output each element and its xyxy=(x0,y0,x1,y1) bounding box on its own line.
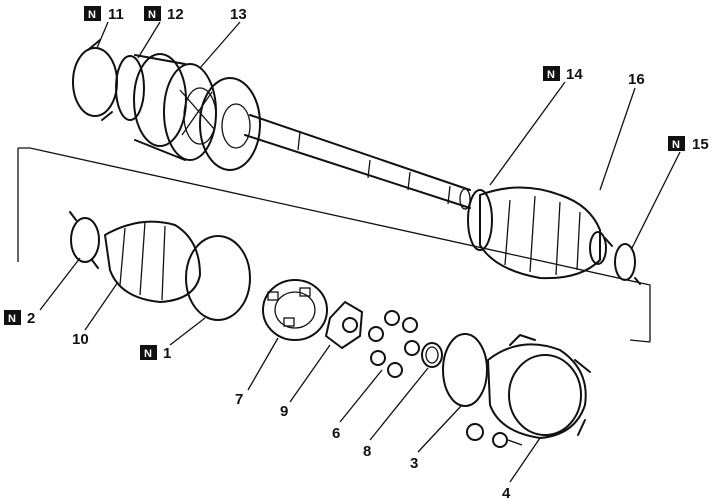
label-3: 3 xyxy=(410,455,418,472)
part-15-band xyxy=(614,243,636,281)
n-badges: N N N N N N xyxy=(4,6,685,360)
part-9-inner-race xyxy=(325,301,363,349)
part-2-clamp xyxy=(70,217,100,263)
part-11-clamp xyxy=(72,47,118,117)
label-12: 12 xyxy=(167,6,184,23)
drive-shaft xyxy=(244,114,471,210)
part-1-ring xyxy=(185,235,251,321)
n-badge-2-letter: N xyxy=(8,313,16,325)
joint-internals xyxy=(262,279,443,378)
part-16-boot xyxy=(479,186,601,280)
label-1: 1 xyxy=(163,345,171,362)
part-7-cage xyxy=(262,279,328,341)
part-10-boot xyxy=(104,220,201,303)
label-8: 8 xyxy=(363,443,371,460)
n-badge-12 xyxy=(144,6,161,21)
assembly-frame xyxy=(17,147,651,343)
part-labels: 11 12 13 14 16 15 2 10 1 7 9 6 8 3 4 xyxy=(27,6,709,502)
inner-boot-parts xyxy=(69,211,251,321)
part-12-ring xyxy=(115,55,145,121)
n-badge-1-letter: N xyxy=(144,348,152,360)
n-badge-11 xyxy=(84,6,101,21)
n-badge-14 xyxy=(543,66,560,81)
part-14-band xyxy=(467,189,493,251)
leader-lines xyxy=(39,21,681,483)
outer-housing-parts xyxy=(442,333,591,448)
label-7: 7 xyxy=(235,391,243,408)
part-3-o-ring xyxy=(442,333,488,407)
n-badge-12-letter: N xyxy=(148,9,156,21)
part-13-housing xyxy=(163,63,217,161)
inner-cv-joint-assembly xyxy=(72,39,261,171)
n-badge-15-letter: N xyxy=(672,139,680,151)
part-4-housing xyxy=(487,343,587,439)
outer-boot-assembly xyxy=(467,186,641,285)
n-badge-15 xyxy=(668,136,685,151)
label-2: 2 xyxy=(27,310,35,327)
label-11: 11 xyxy=(108,6,124,23)
label-14: 14 xyxy=(566,66,583,83)
n-badge-14-letter: N xyxy=(547,69,555,81)
n-badge-2 xyxy=(4,310,21,325)
n-badge-11-letter: N xyxy=(88,9,96,21)
label-6: 6 xyxy=(332,425,340,442)
n-badge-1 xyxy=(140,345,157,360)
label-10: 10 xyxy=(72,331,89,348)
label-13: 13 xyxy=(230,6,247,23)
label-4: 4 xyxy=(502,485,511,502)
label-9: 9 xyxy=(280,403,288,420)
label-16: 16 xyxy=(628,71,645,88)
part-8-circlip xyxy=(421,342,443,368)
label-15: 15 xyxy=(692,136,709,153)
part-6-balls xyxy=(368,310,420,378)
